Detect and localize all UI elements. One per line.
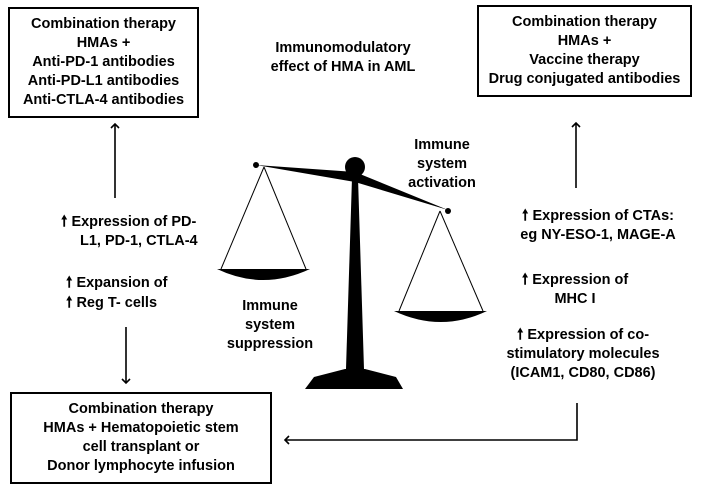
effect-line: L1, PD-1, CTLA-4	[80, 233, 198, 249]
label-line: suppression	[226, 336, 314, 352]
up-arrow-icon: 🠕	[522, 207, 529, 224]
box-line: HMAs +	[557, 33, 612, 49]
box-line: cell transplant or	[82, 439, 200, 455]
effect-line: MHC I	[554, 291, 596, 307]
box-line: Combination therapy	[511, 14, 657, 30]
effect-costim-expression: 🠕Expression of co- stimulatory molecules…	[483, 325, 683, 383]
box-line: Drug conjugated antibodies	[488, 71, 681, 87]
box-line: HMAs + Hematopoietic stem	[43, 420, 239, 436]
up-arrow-icon: 🠕	[66, 294, 73, 311]
effect-line: Expansion of	[76, 275, 168, 291]
effect-line: Expression of CTAs:	[532, 208, 674, 224]
effect-line: eg NY-ESO-1, MAGE-A	[520, 227, 676, 243]
effect-mhc-expression: 🠕Expression of MHC I	[505, 270, 645, 309]
label-line: system	[245, 317, 295, 333]
box-line: Combination therapy	[30, 16, 176, 32]
up-arrow-icon: 🠕	[61, 213, 68, 230]
box-line: Combination therapy	[68, 401, 214, 417]
effect-line: Expression of co-	[527, 327, 650, 343]
box-line: HMAs +	[76, 35, 131, 51]
label-line: Immune	[242, 298, 298, 314]
effect-line: stimulatory molecules	[506, 346, 660, 362]
effect-line: Expression of	[532, 272, 629, 288]
box-line: Anti-PD-L1 antibodies	[27, 73, 180, 89]
effect-treg-expansion: 🠕Expansion of 🠕Reg T- cells	[66, 273, 226, 313]
title-line: effect of HMA in AML	[270, 59, 416, 75]
box-line: Vaccine therapy	[529, 52, 640, 68]
box-checkpoint-combination: Combination therapy HMAs + Anti-PD-1 ant…	[8, 7, 199, 118]
label-immune-activation: Immune system activation	[392, 136, 492, 193]
box-line: Anti-PD-1 antibodies	[32, 54, 175, 70]
up-arrow-icon: 🠕	[521, 271, 529, 288]
box-transplant-combination: Combination therapy HMAs + Hematopoietic…	[10, 392, 272, 484]
diagram-title: Immunomodulatory effect of HMA in AML	[248, 39, 438, 77]
box-vaccine-combination: Combination therapy HMAs + Vaccine thera…	[477, 5, 692, 97]
up-arrow-icon: 🠕	[516, 326, 524, 343]
box-line: Donor lymphocyte infusion	[47, 458, 235, 474]
up-arrow-icon: 🠕	[66, 274, 73, 291]
effect-line: Expression of PD-	[71, 214, 197, 230]
effect-line: (ICAM1, CD80, CD86)	[510, 365, 656, 381]
effect-checkpoint-expression: 🠕Expression of PD- L1, PD-1, CTLA-4	[61, 212, 241, 251]
box-line: Anti-CTLA-4 antibodies	[22, 92, 185, 108]
effect-cta-expression: 🠕Expression of CTAs: eg NY-ESO-1, MAGE-A	[498, 206, 698, 245]
label-line: Immune	[414, 137, 470, 153]
balance-scale-icon	[217, 157, 487, 389]
title-line: Immunomodulatory	[275, 40, 411, 56]
label-line: system	[417, 156, 467, 172]
effect-line: Reg T- cells	[76, 295, 158, 311]
label-line: activation	[408, 175, 476, 191]
arrow-costim-to-transplant	[283, 403, 578, 445]
label-immune-suppression: Immune system suppression	[220, 297, 320, 354]
